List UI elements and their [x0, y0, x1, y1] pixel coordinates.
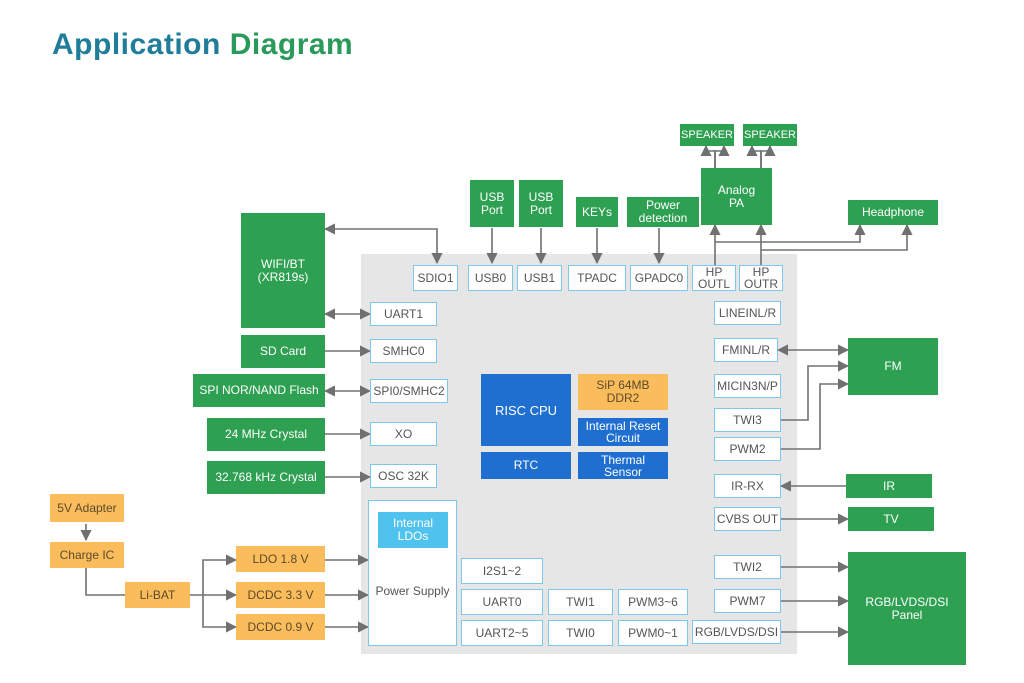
fm-block: FM [848, 338, 938, 395]
usb-port-1-block: USB Port [470, 180, 514, 227]
twi2-port: TWI2 [714, 555, 781, 579]
usb1-port: USB1 [517, 265, 562, 291]
dcdc-0v9-block: DCDC 0.9 V [236, 614, 325, 640]
display-panel-block: RGB/LVDS/DSI Panel [848, 552, 966, 665]
twi0-port: TWI0 [548, 620, 613, 646]
title-part1: Application [52, 28, 221, 61]
uart1-port: UART1 [370, 302, 437, 326]
fminl-port: FMINL/R [714, 338, 778, 362]
title-part2: Diagram [229, 28, 354, 61]
keys-block: KEYs [576, 197, 618, 227]
micin-port: MICIN3N/P [714, 374, 781, 398]
page-title: Application Diagram [52, 28, 353, 62]
uart0-port: UART0 [461, 589, 543, 615]
internal-reset-block: Internal Reset Circuit [578, 418, 668, 446]
adapter-5v-block: 5V Adapter [50, 494, 124, 522]
usb-port-2-block: USB Port [519, 180, 563, 227]
pwm0-1-port: PWM0~1 [618, 620, 688, 646]
smhc0-port: SMHC0 [370, 339, 437, 363]
ir-rx-port: IR-RX [714, 474, 781, 498]
crystal-32khz-block: 32.768 kHz Crystal [207, 461, 325, 494]
hp-outl-port: HP OUTL [692, 265, 736, 291]
osc32k-port: OSC 32K [370, 464, 437, 488]
tpadc-port: TPADC [568, 265, 626, 291]
speaker-2-block: SPEAKER [743, 124, 797, 146]
speaker-1-block: SPEAKER [680, 124, 734, 146]
headphone-block: Headphone [848, 200, 938, 225]
ir-block: IR [846, 474, 932, 498]
cvbs-out-port: CVBS OUT [714, 507, 781, 531]
uart2-5-port: UART2~5 [461, 620, 543, 646]
sdio1-port: SDIO1 [413, 265, 458, 291]
pwm2-port: PWM2 [714, 437, 781, 461]
pwm3-6-port: PWM3~6 [618, 589, 688, 615]
thermal-sensor-block: Thermal Sensor [578, 452, 668, 479]
risc-cpu-block: RISC CPU [481, 374, 571, 446]
ldo-1v8-block: LDO 1.8 V [236, 546, 325, 572]
hp-outr-port: HP OUTR [739, 265, 783, 291]
wifi-bt-module: WIFI/BT (XR819s) [241, 213, 325, 328]
dcdc-3v3-block: DCDC 3.3 V [236, 582, 325, 608]
sd-card-block: SD Card [241, 335, 325, 368]
rtc-block: RTC [481, 452, 571, 479]
li-bat-block: Li-BAT [125, 582, 190, 608]
power-detection-block: Power detection [627, 197, 699, 227]
spi0-smhc2-port: SPI0/SMHC2 [370, 379, 448, 403]
rgb-lvds-dsi-port: RGB/LVDS/DSI [692, 620, 781, 644]
crystal-24mhz-block: 24 MHz Crystal [207, 418, 325, 451]
pwm7-port: PWM7 [714, 589, 781, 613]
usb0-port: USB0 [468, 265, 513, 291]
xo-port: XO [370, 422, 437, 446]
twi3-port: TWI3 [714, 408, 781, 432]
gpadc0-port: GPADC0 [630, 265, 688, 291]
twi1-port: TWI1 [548, 589, 613, 615]
lineinl-port: LINEINL/R [714, 301, 781, 325]
sip-ddr2-block: SiP 64MB DDR2 [578, 374, 668, 410]
tv-block: TV [848, 507, 934, 531]
spi-flash-block: SPI NOR/NAND Flash [193, 374, 325, 407]
analog-pa-block: Analog PA [701, 168, 772, 225]
internal-ldos-block: Internal LDOs [378, 512, 448, 548]
charge-ic-block: Charge IC [50, 542, 124, 568]
i2s1-port: I2S1~2 [461, 558, 543, 584]
